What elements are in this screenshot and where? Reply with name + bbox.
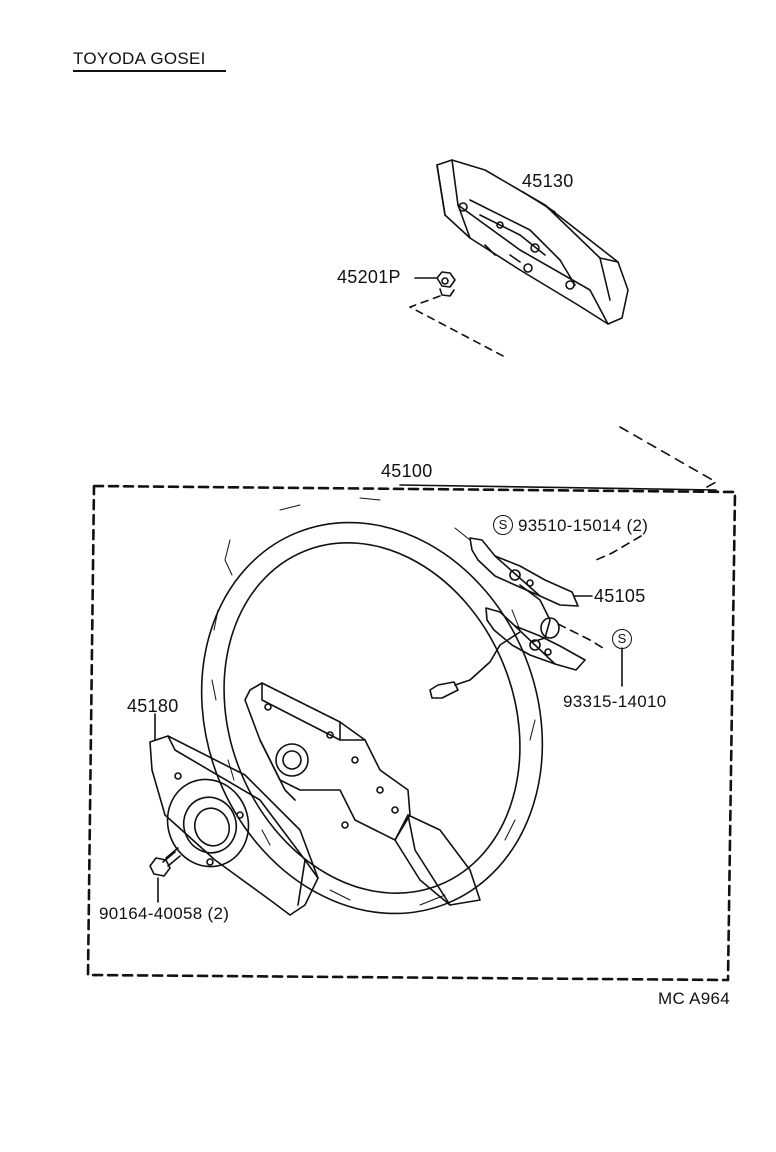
title-underline <box>73 70 226 72</box>
screw-dashed-lower <box>557 623 604 649</box>
callout-45130: 45130 <box>522 171 574 191</box>
callout-93510: 93510-15014 (2) <box>518 516 649 535</box>
callout-93315: 93315-14010 <box>563 692 667 711</box>
figure-code: MC A964 <box>658 989 731 1008</box>
leader-45130 <box>522 191 556 213</box>
callout-45105: 45105 <box>594 586 646 606</box>
screw-dashed-upper <box>595 535 642 561</box>
pad-dashed-line <box>619 426 717 493</box>
rear-cover-drawing <box>149 735 319 916</box>
callout-45100: 45100 <box>381 461 433 481</box>
manufacturer-title: TOYODA GOSEI <box>73 49 206 68</box>
leader-45100 <box>399 484 717 491</box>
bolt-drawing <box>149 847 181 877</box>
nut-drawing <box>436 271 456 297</box>
switch-drawing <box>469 537 586 671</box>
horn-pad-drawing <box>436 159 629 325</box>
s-mark-upper: S <box>493 515 513 535</box>
steering-wheel-drawing <box>200 497 544 915</box>
callout-45201P: 45201P <box>337 267 401 287</box>
assembly-boundary <box>86 484 737 982</box>
callout-45180: 45180 <box>127 696 179 716</box>
callout-90164: 90164-40058 (2) <box>99 904 230 923</box>
nut-dashed-line <box>409 295 506 358</box>
s-mark-lower: S <box>612 629 632 649</box>
